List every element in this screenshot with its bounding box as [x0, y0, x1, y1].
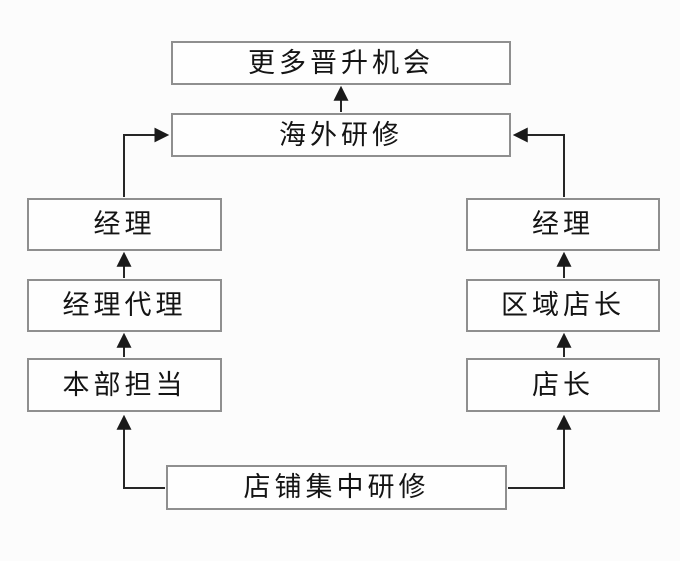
node-store-manager-label: 店长: [532, 369, 594, 400]
node-regional-manager-label: 区域店长: [501, 290, 625, 320]
node-overseas-training: 海外研修: [171, 113, 511, 157]
node-more-promotion-label: 更多晋升机会: [248, 47, 434, 78]
arrow-left-manager-to-overseas: [123, 127, 170, 197]
node-store-group-training-label: 店铺集中研修: [243, 472, 430, 502]
arrow-right-manager-to-overseas: [512, 127, 565, 197]
arrow-bottom-to-store-manager: [508, 414, 572, 489]
node-manager-left: 经理: [27, 198, 222, 251]
node-deputy-manager-label: 经理代理: [62, 290, 187, 320]
node-deputy-manager: 经理代理: [27, 279, 222, 332]
node-store-manager: 店长: [466, 358, 660, 412]
node-regional-manager: 区域店长: [466, 279, 660, 332]
node-store-group-training: 店铺集中研修: [166, 465, 507, 510]
node-hq-staff: 本部担当: [27, 358, 222, 412]
arrow-bottom-to-hq: [116, 414, 165, 489]
node-manager-left-label: 经理: [93, 209, 156, 239]
node-manager-right-label: 经理: [532, 209, 594, 239]
node-manager-right: 经理: [466, 198, 660, 251]
node-more-promotion: 更多晋升机会: [171, 41, 511, 85]
node-hq-staff-label: 本部担当: [62, 369, 187, 400]
node-overseas-training-label: 海外研修: [279, 119, 403, 150]
